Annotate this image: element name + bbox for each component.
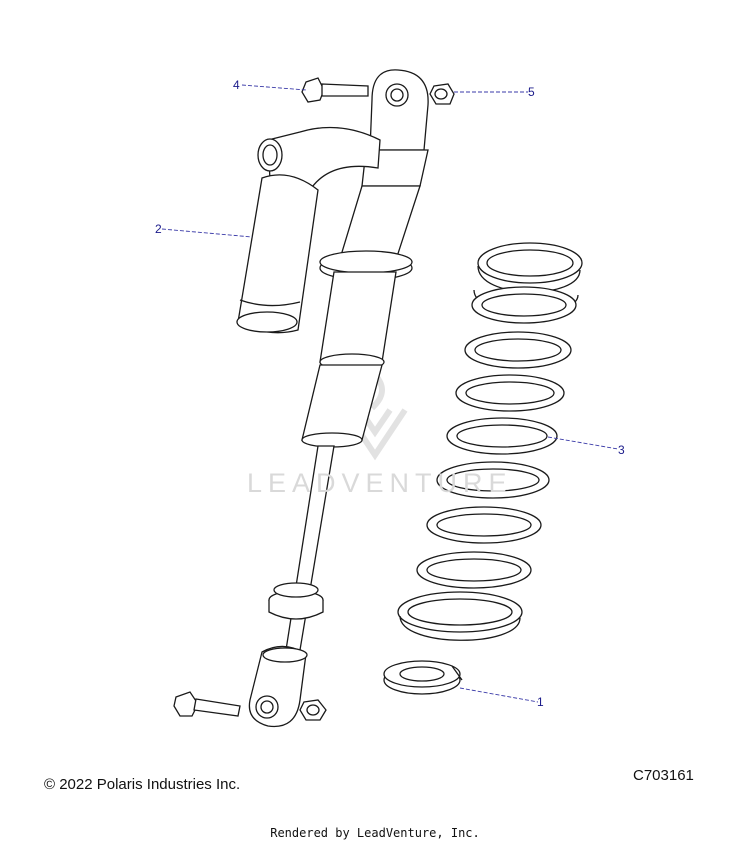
nut-top: [429, 83, 455, 105]
coil-spring: [397, 242, 583, 641]
reservoir: [236, 126, 381, 334]
watermark-text: LEADVENTURE: [247, 468, 513, 498]
callout-4: 4: [233, 78, 240, 92]
callout-1: 1: [537, 695, 544, 709]
shock-absorber: [248, 69, 429, 728]
bolt-bottom: [173, 691, 241, 717]
callout-5: 5: [528, 85, 535, 99]
callout-2: 2: [155, 222, 162, 236]
callout-3: 3: [618, 443, 625, 457]
bolt-top: [301, 77, 369, 103]
spring-retainer: [383, 660, 463, 695]
rendered-by-text: Rendered by LeadVenture, Inc.: [270, 826, 480, 840]
leader-lines: [161, 84, 619, 703]
figure-code: C703161: [633, 767, 694, 784]
nut-bottom: [299, 699, 327, 721]
copyright-text: © 2022 Polaris Industries Inc.: [44, 776, 241, 793]
